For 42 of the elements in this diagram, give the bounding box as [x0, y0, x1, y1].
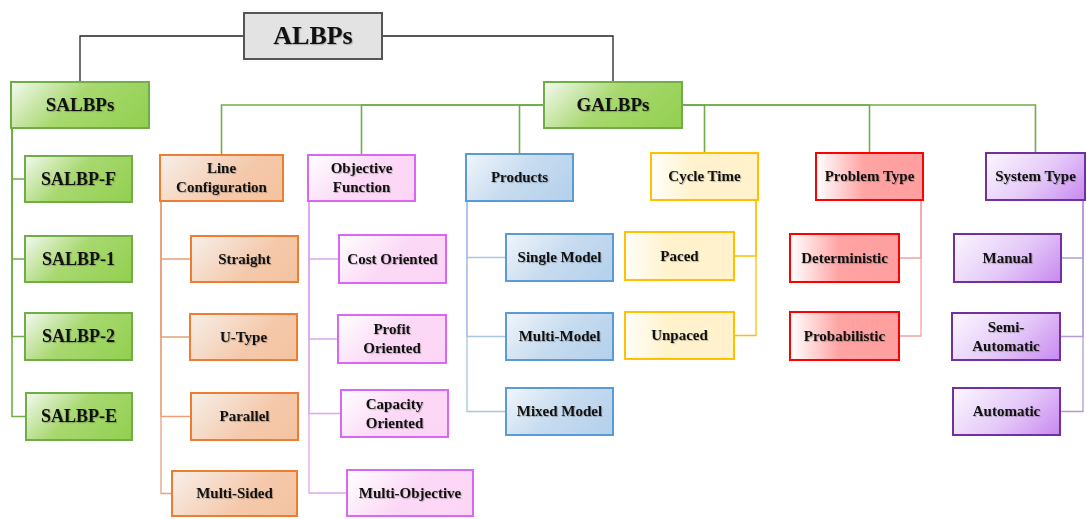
category-box: Deterministic — [789, 233, 900, 283]
connector-line — [466, 201, 506, 413]
category-box: Unpaced — [624, 311, 735, 360]
category-box: Cost Oriented — [338, 234, 447, 284]
category-box: Single Model — [505, 233, 614, 282]
category-box: Products — [465, 153, 574, 202]
category-box: Profit Oriented — [337, 314, 447, 364]
category-box: SALBPs — [10, 81, 150, 129]
category-box: Mixed Model — [505, 387, 614, 436]
category-box: U-Type — [189, 313, 298, 361]
category-box: GALBPs — [543, 81, 683, 129]
connector-line — [682, 104, 1037, 153]
connector-line — [382, 35, 614, 82]
root-box: ALBPs — [243, 12, 383, 60]
category-box: Automatic — [952, 387, 1061, 436]
category-box: Problem Type — [815, 152, 924, 201]
connector-line — [1060, 200, 1084, 413]
connector-line — [160, 201, 172, 495]
category-box: SALBP-1 — [24, 235, 133, 283]
category-box: SALBP-F — [24, 155, 133, 203]
category-box: Paced — [624, 231, 735, 281]
connector-line — [899, 200, 922, 337]
category-box: SALBP-E — [25, 392, 133, 441]
category-box: Multi-Model — [505, 312, 614, 361]
category-box: Semi-Automatic — [951, 312, 1061, 361]
category-box: Cycle Time — [650, 152, 759, 201]
connector-line — [11, 128, 26, 418]
category-box: Multi-Sided — [171, 470, 298, 517]
category-box: Parallel — [190, 392, 299, 441]
connector-line — [79, 35, 244, 82]
category-box: Line Configuration — [159, 154, 284, 202]
category-box: Manual — [953, 233, 1062, 283]
connector-line — [308, 201, 347, 494]
category-box: System Type — [985, 152, 1086, 201]
connector-line — [734, 200, 757, 337]
category-box: Objective Function — [307, 154, 416, 202]
category-box: Straight — [190, 235, 299, 283]
category-box: Capacity Oriented — [340, 389, 449, 438]
category-box: Multi-Objective — [346, 469, 474, 517]
category-box: Probabilistic — [789, 311, 900, 361]
category-box: SALBP-2 — [24, 312, 133, 361]
connector-line — [518, 104, 544, 154]
